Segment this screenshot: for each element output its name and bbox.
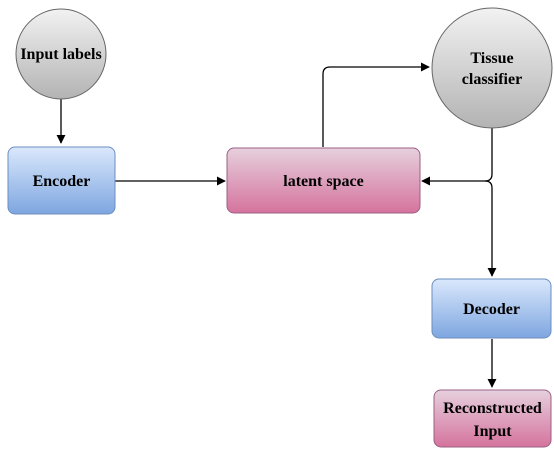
latent-space-node: latent space <box>226 147 421 214</box>
reconstructed-input-node: Reconstructed Input <box>433 389 552 448</box>
edge-latent-to-classifier <box>322 62 430 147</box>
decoder-node: Decoder <box>431 278 552 339</box>
tissue-classifier-label-line1: Tissue <box>470 50 513 67</box>
tissue-classifier-node: Tissue classifier <box>431 7 553 129</box>
tissue-classifier-label-line2: classifier <box>462 71 522 88</box>
decoder-label: Decoder <box>463 301 520 318</box>
reconstructed-input-label-line1: Reconstructed <box>443 400 542 417</box>
input-labels-node: Input labels <box>15 8 107 100</box>
latent-space-label: latent space <box>283 173 363 190</box>
encoder-label: Encoder <box>33 173 91 190</box>
edge-classifier-to-latent <box>421 122 493 186</box>
reconstructed-input-label-line2: Input <box>473 423 512 440</box>
encoder-node: Encoder <box>7 146 116 215</box>
edge-classifier-to-decoder <box>484 180 497 277</box>
input-labels-label: Input labels <box>20 46 101 63</box>
